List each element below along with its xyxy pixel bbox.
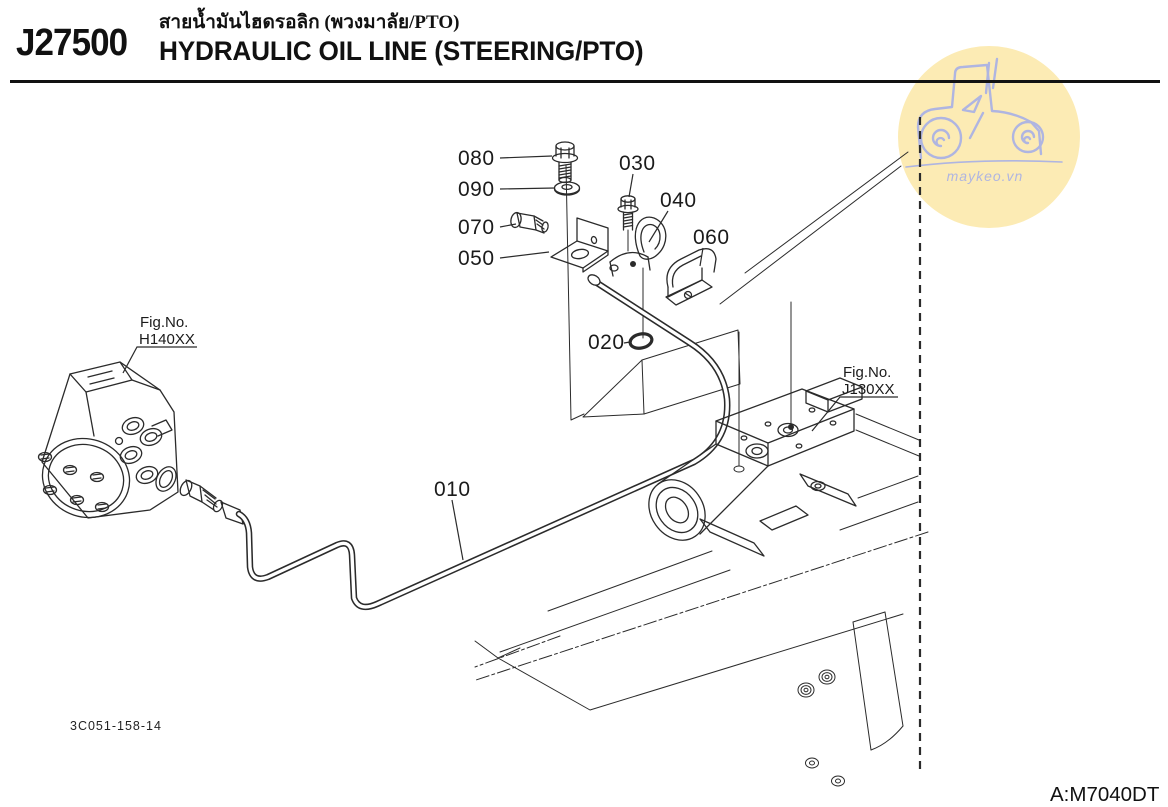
o-ring-020-drawing xyxy=(628,332,654,350)
fig-ref-j130xx: Fig.No. J130XX xyxy=(842,364,895,398)
frame-rails-drawing xyxy=(474,475,929,787)
callout-080: 080 xyxy=(458,147,495,170)
title-thai: สายน้ำมันไฮดรอลิก (พวงมาลัย/PTO) xyxy=(158,12,460,33)
fig-ref-label: Fig.No. xyxy=(140,314,188,331)
pump-assembly-drawing xyxy=(648,377,863,557)
callout-010: 010 xyxy=(434,478,471,501)
fitting-chain-drawing xyxy=(155,466,244,525)
watermark-circle xyxy=(898,46,1080,228)
steering-unit-drawing xyxy=(37,361,179,519)
title-english: HYDRAULIC OIL LINE (STEERING/PTO) xyxy=(158,35,644,66)
callout-070: 070 xyxy=(458,216,495,239)
bolt-030-drawing xyxy=(617,195,639,252)
callout-060: 060 xyxy=(693,226,730,249)
line-art xyxy=(37,141,929,787)
callout-labels: 080 090 070 050 030 040 060 020 010 xyxy=(434,147,730,501)
leader-lines xyxy=(122,155,898,561)
fig-ref-h140xx: Fig.No. H140XX xyxy=(139,314,195,348)
watermark-text: maykeo.vn xyxy=(947,168,1024,184)
clamp-060-drawing xyxy=(665,248,717,306)
bolt-bosses xyxy=(37,451,110,513)
fig-ref-number: H140XX xyxy=(139,331,195,348)
tractor-sketch-icon xyxy=(905,57,1063,168)
pipe-mouth xyxy=(587,274,601,286)
clamp-040-drawing xyxy=(609,216,667,277)
fig-ref-label: Fig.No. xyxy=(843,364,891,381)
pipe-010-inner xyxy=(237,279,729,609)
callout-020: 020 xyxy=(588,331,625,354)
fig-ref-number: J130XX xyxy=(842,381,895,398)
page-header: J27500 สายน้ำมันไฮดรอลิก (พวงมาลัย/PTO) … xyxy=(16,10,658,67)
bolt-080-drawing xyxy=(551,141,579,184)
callout-050: 050 xyxy=(458,247,495,270)
panel-outlines xyxy=(565,151,920,473)
fitting-070-drawing xyxy=(510,211,549,234)
callout-040: 040 xyxy=(660,189,697,212)
header-rule xyxy=(10,80,1160,83)
callout-090: 090 xyxy=(458,178,495,201)
section-titles: สายน้ำมันไฮดรอลิก (พวงมาลัย/PTO) HYDRAUL… xyxy=(159,10,658,67)
model-code: A:M7040DT xyxy=(1050,783,1160,806)
drawing-code: 3C051-158-14 xyxy=(70,719,162,733)
watermark: maykeo.vn xyxy=(898,46,1080,228)
bracket-050-drawing xyxy=(550,217,609,273)
callout-030: 030 xyxy=(619,152,656,175)
port-holes xyxy=(114,416,163,485)
section-code: J27500 xyxy=(16,22,128,64)
